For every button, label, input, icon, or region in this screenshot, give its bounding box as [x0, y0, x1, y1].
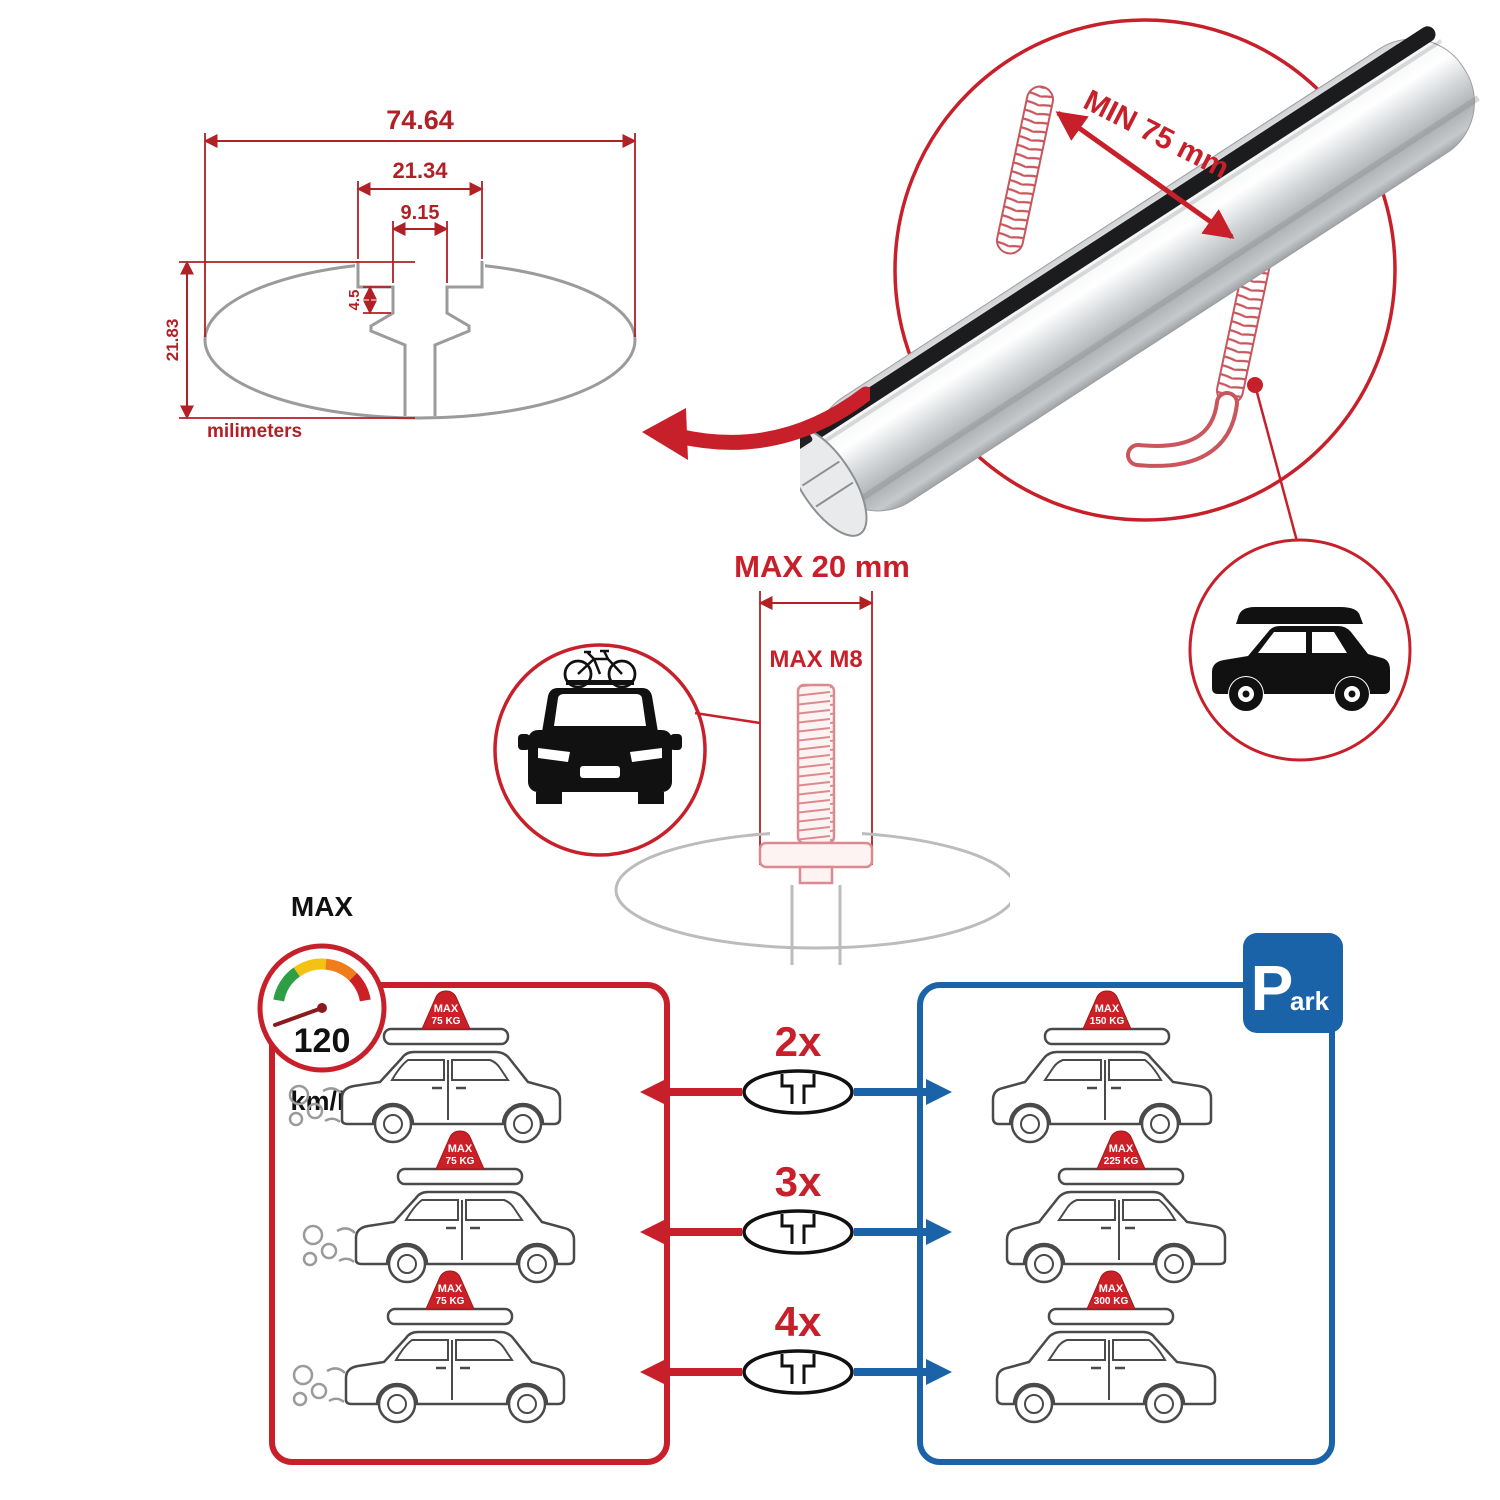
dim-total-width-lines [203, 133, 637, 337]
load-tag: MAX 75 KG [425, 1270, 475, 1310]
bolt-max-thread-label: MAX M8 [769, 646, 862, 673]
load-tag: MAX 300 KG [1086, 1270, 1136, 1310]
t-bolt-flange [758, 841, 874, 869]
bolt-dim-lines [758, 591, 874, 865]
bolt-fit-diagram: MAX 20 mm MAX M8 [493, 549, 1010, 965]
tag-max: MAX [438, 1283, 463, 1295]
car-circle-leader [694, 711, 761, 725]
dim-slot-depth-value: 4.5 [346, 290, 363, 311]
crossbar-profile-icon [742, 1349, 854, 1395]
dim-total-height-value: 21.83 [165, 319, 182, 362]
parking-sign-letter: P [1251, 952, 1294, 1024]
locator-leader-line [1253, 384, 1300, 546]
dim-slot-outer-lines [356, 181, 484, 259]
tag-weight: 75 KG [432, 1016, 461, 1027]
parked-cars: MAX 150 KG MAX 225 KG MAX 300 KG [991, 990, 1227, 1424]
dim-total-height-lines [179, 260, 415, 420]
dim-slot-inner-value: 9.15 [401, 202, 440, 224]
parking-sign-small: ark [1290, 986, 1330, 1016]
tag-weight: 150 KG [1090, 1016, 1125, 1027]
section-pointer-arrow [642, 386, 870, 460]
u-bolt-bracket [996, 85, 1274, 468]
roof-bar-icon [566, 680, 634, 685]
crossbar-profile-icon [742, 1069, 854, 1115]
bicycle-icon [563, 649, 637, 689]
bolt-max-width-label: MAX 20 mm [734, 549, 910, 584]
speed-limit-gauge: MAX 120 km/h [257, 891, 387, 1116]
driving-cars: MAX 75 KG MAX 75 KG MAX 75 KG [288, 990, 576, 1424]
crossbar-dimension-diagram: 74.64 21.34 9.15 4.5 21.83 milimeters [165, 105, 637, 442]
multiplier-row-2: 3x [640, 1158, 952, 1255]
dim-unit-label: milimeters [207, 421, 302, 442]
tag-weight: 75 KG [446, 1156, 475, 1167]
profile-stem-gray [790, 885, 842, 965]
load-tag: MAX 75 KG [421, 990, 471, 1030]
profile-slot-fill [358, 261, 482, 416]
multiplier-row-3: 4x [640, 1298, 952, 1395]
dim-slot-depth-lines [363, 285, 391, 315]
roofbox-car-icon [1212, 607, 1390, 711]
gauge-needle [273, 1006, 324, 1027]
crossbar-illustration: MIN 75 mm [800, 18, 1480, 762]
car-front-icon [518, 649, 682, 804]
dim-slot-outer-value: 21.34 [392, 158, 448, 183]
parking-sign: P ark [1243, 933, 1343, 1033]
profile-slot-right [433, 261, 484, 416]
speed-max-label: MAX [291, 891, 354, 922]
load-capacity-infographic: P ark MAX 120 km/h MAX 75 KG MAX 75 KG [257, 891, 1343, 1465]
crossbar-profile-icon [742, 1209, 854, 1255]
tag-max: MAX [1095, 1003, 1120, 1015]
min-span-arrow [1055, 110, 1235, 240]
load-tag: MAX 75 KG [435, 1130, 485, 1170]
t-bolt [758, 683, 874, 885]
tag-max: MAX [448, 1143, 473, 1155]
tag-max: MAX [434, 1003, 459, 1015]
roofbox-icon [1236, 607, 1363, 624]
tag-max: MAX [1109, 1143, 1134, 1155]
multiplier-row-1: 2x [640, 1018, 952, 1115]
multiplier-label: 4x [775, 1298, 822, 1345]
tag-weight: 75 KG [436, 1296, 465, 1307]
bar-end-cap [800, 427, 868, 537]
multiplier-label: 2x [775, 1018, 822, 1065]
dim-slot-inner-lines [391, 221, 449, 283]
speed-value: 120 [294, 1022, 351, 1060]
tag-max: MAX [1099, 1283, 1124, 1295]
multiplier-label: 3x [775, 1158, 822, 1205]
load-tag: MAX 225 KG [1096, 1130, 1146, 1170]
tag-weight: 300 KG [1094, 1296, 1129, 1307]
tag-weight: 225 KG [1104, 1156, 1139, 1167]
load-tag: MAX 150 KG [1082, 990, 1132, 1030]
dim-total-width-value: 74.64 [386, 105, 454, 135]
